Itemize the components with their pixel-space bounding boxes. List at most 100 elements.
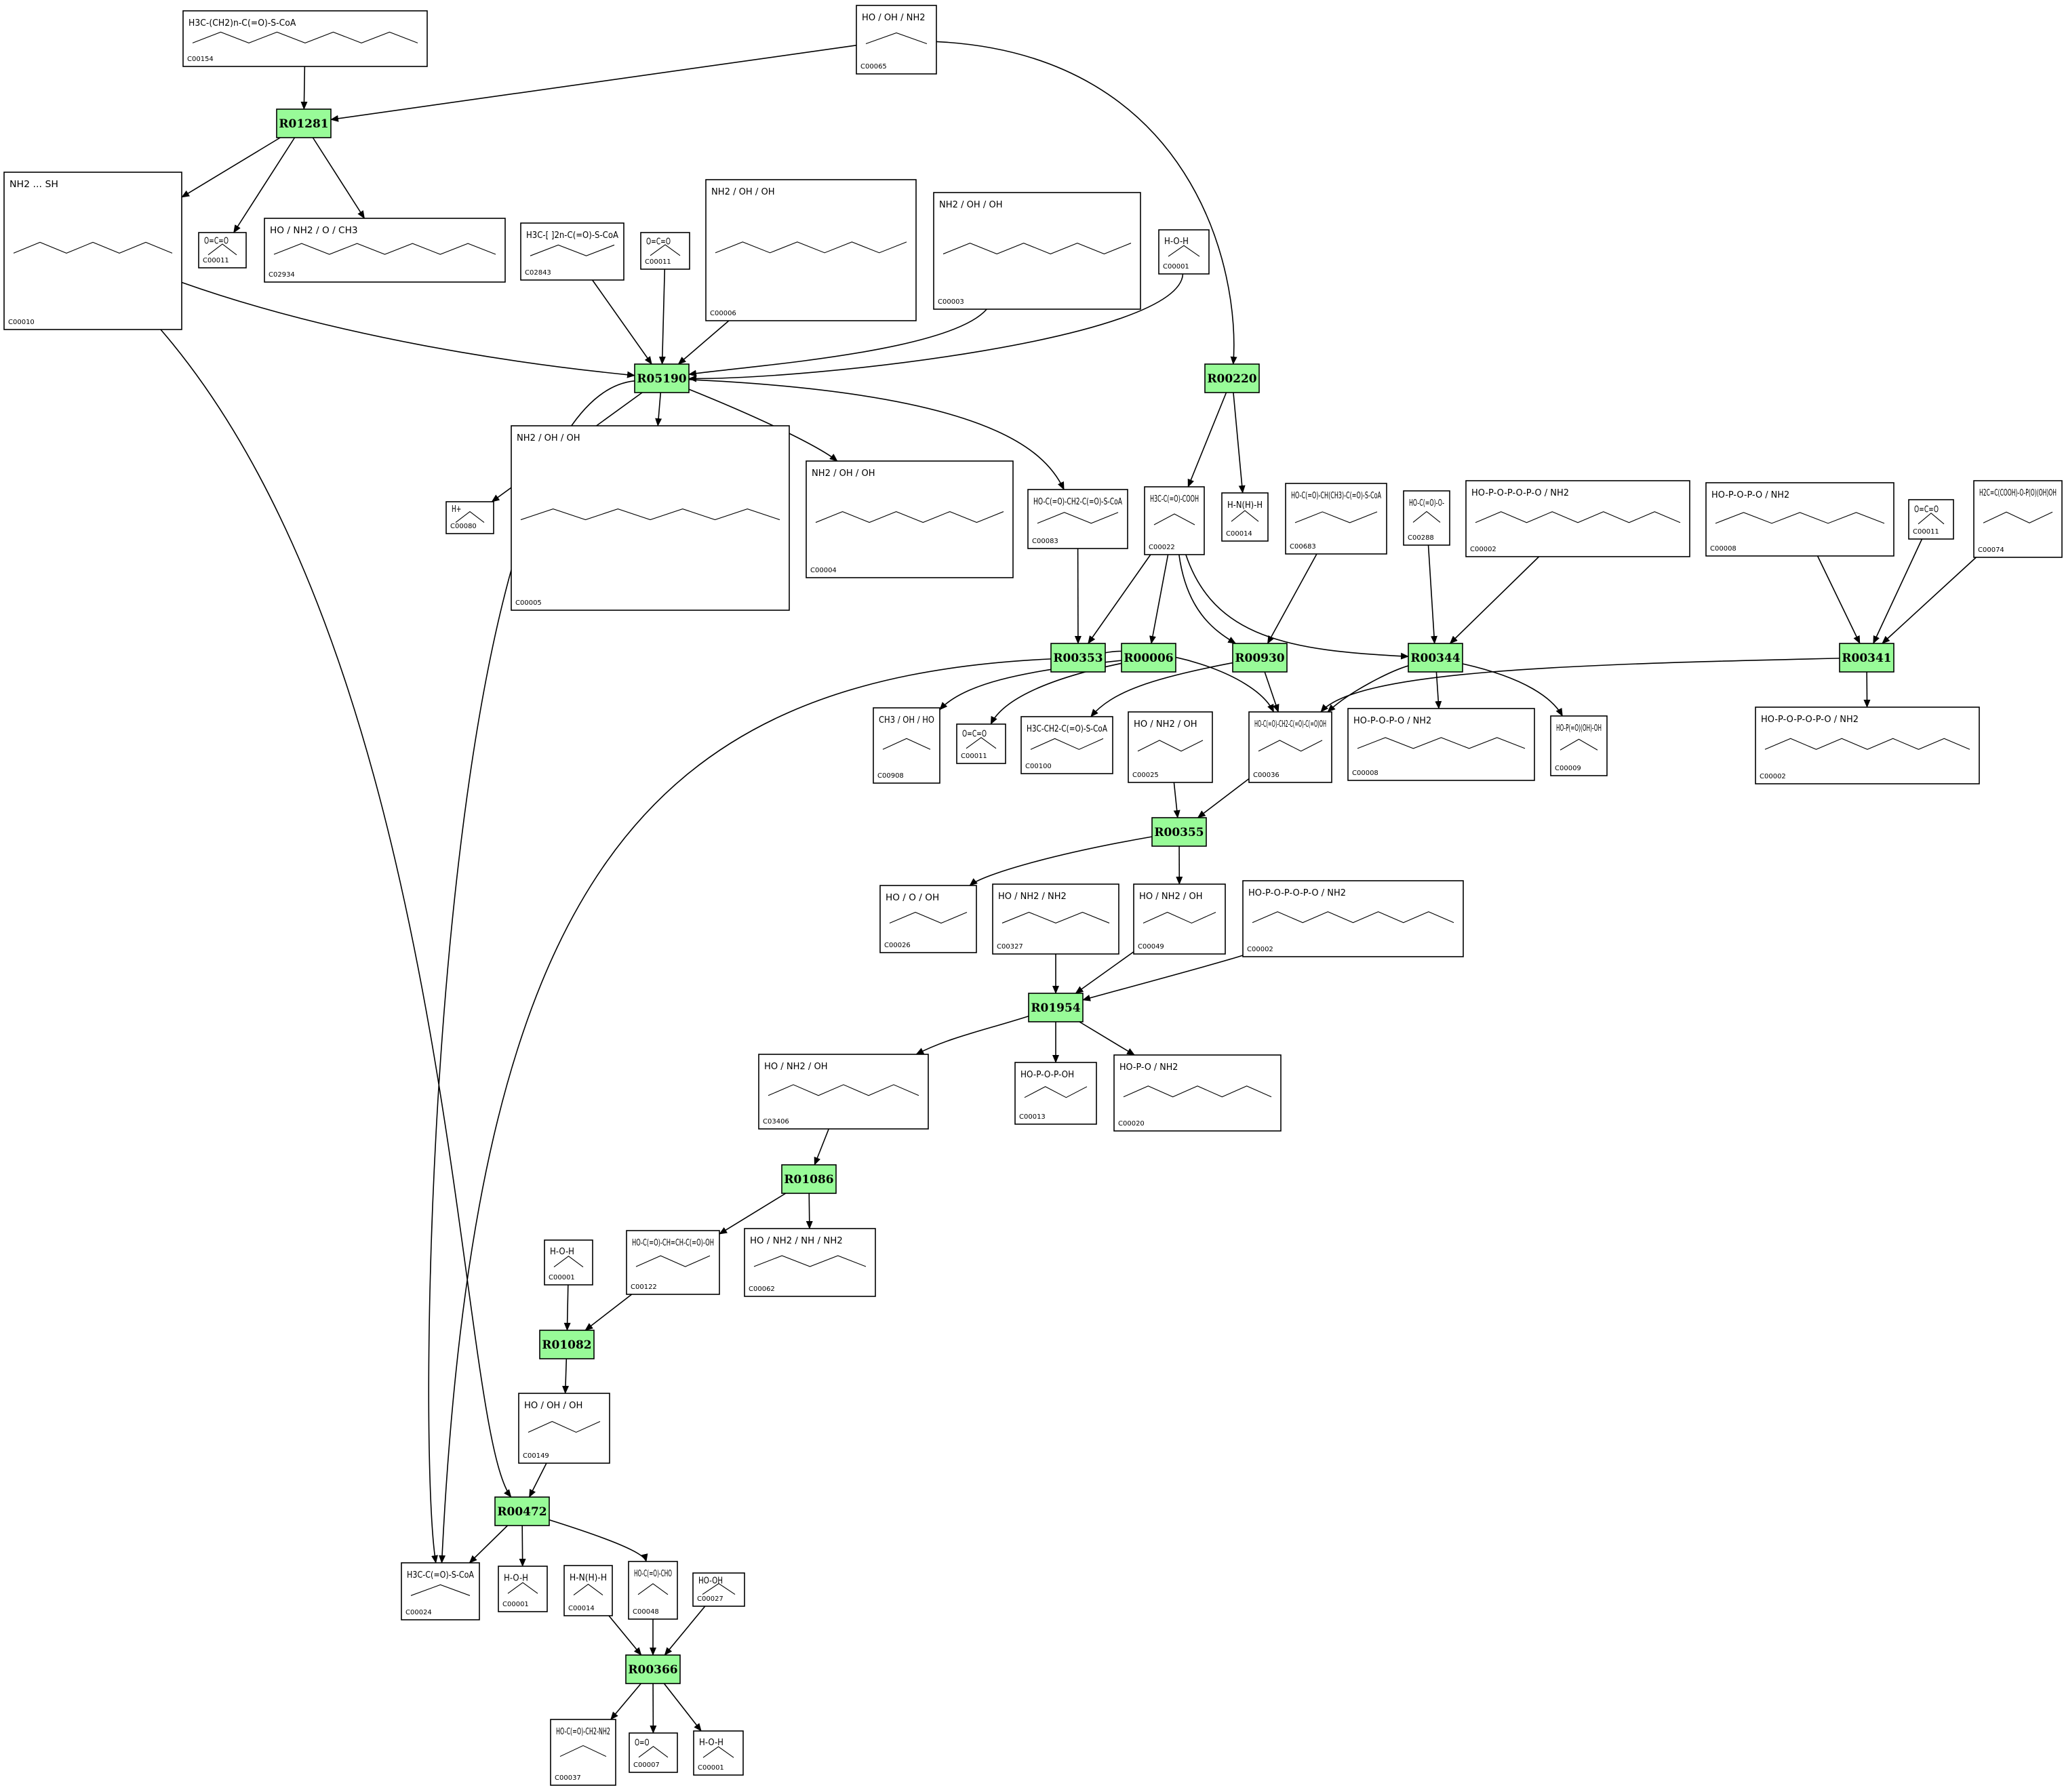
compound-id: C00002 (1247, 946, 1273, 953)
edge-C00036-to-R00355 (1197, 778, 1250, 818)
structure-bonds (715, 241, 907, 254)
reaction-R00006[interactable]: R00006 (1121, 643, 1176, 673)
compound-formula: HO-C(=O)-CH2-C(=O)-S-CoA (1033, 497, 1122, 507)
compound-box (1347, 708, 1535, 781)
compound-id: C00074 (1978, 546, 2004, 554)
reaction-R01281[interactable]: R01281 (276, 108, 332, 138)
reaction-box (276, 108, 332, 138)
compound-C00080[interactable]: H+C00080 (445, 501, 494, 534)
edge-C00003a-to-R05190 (688, 308, 987, 377)
reaction-box (494, 1496, 550, 1526)
structure-bonds (1143, 911, 1216, 924)
compound-box (1144, 486, 1205, 555)
structure-bonds (573, 1583, 603, 1595)
edge-C00006-to-R05190 (677, 320, 730, 365)
edge-C00022-to-R00353 (1088, 554, 1151, 644)
compound-formula: HO-P-O-P-O / NH2 (1711, 490, 1789, 500)
reaction-R00355[interactable]: R00355 (1151, 817, 1207, 847)
reaction-R05190[interactable]: R05190 (634, 363, 690, 393)
reaction-label: R01086 (784, 1173, 833, 1187)
structure-bonds (1560, 738, 1598, 751)
compound-box (1908, 499, 1954, 540)
reaction-R01082[interactable]: R01082 (539, 1330, 595, 1359)
compound-C00288[interactable]: HO-C(=O)-O-C00288 (1403, 490, 1450, 546)
compound-formula: HO-P-O-P-O-P-O / NH2 (1761, 715, 1859, 725)
compound-id: C00001 (549, 1274, 575, 1281)
reaction-label: R00220 (1207, 372, 1256, 386)
reaction-R00472[interactable]: R00472 (494, 1496, 550, 1526)
reaction-R01086[interactable]: R01086 (781, 1164, 837, 1194)
compound-id: C00036 (1253, 772, 1279, 779)
compound-box (1285, 483, 1387, 555)
compound-box (1221, 492, 1269, 542)
reaction-R00344[interactable]: R00344 (1408, 643, 1463, 673)
reaction-R01954[interactable]: R01954 (1028, 993, 1084, 1022)
compound-formula: HO-P-O-P-O-P-O / NH2 (1471, 488, 1569, 498)
edge-C00049-to-R01954 (1075, 951, 1134, 994)
reaction-R00366[interactable]: R00366 (625, 1654, 681, 1684)
reaction-R00353[interactable]: R00353 (1050, 643, 1106, 673)
reaction-R00220[interactable]: R00220 (1204, 363, 1260, 393)
compound-id: C00062 (749, 1286, 775, 1293)
structure-bonds (1918, 513, 1945, 525)
compound-id: C00065 (860, 63, 887, 71)
compound-id: C00010 (8, 319, 35, 326)
reaction-box (1028, 993, 1084, 1022)
reaction-R00930[interactable]: R00930 (1232, 643, 1288, 673)
compound-box (264, 218, 506, 283)
reaction-R00341[interactable]: R00341 (1839, 643, 1894, 673)
structure-bonds (865, 32, 928, 44)
compound-formula: NH2 / OH / OH (711, 187, 775, 197)
compound-id: C00683 (1290, 543, 1316, 551)
